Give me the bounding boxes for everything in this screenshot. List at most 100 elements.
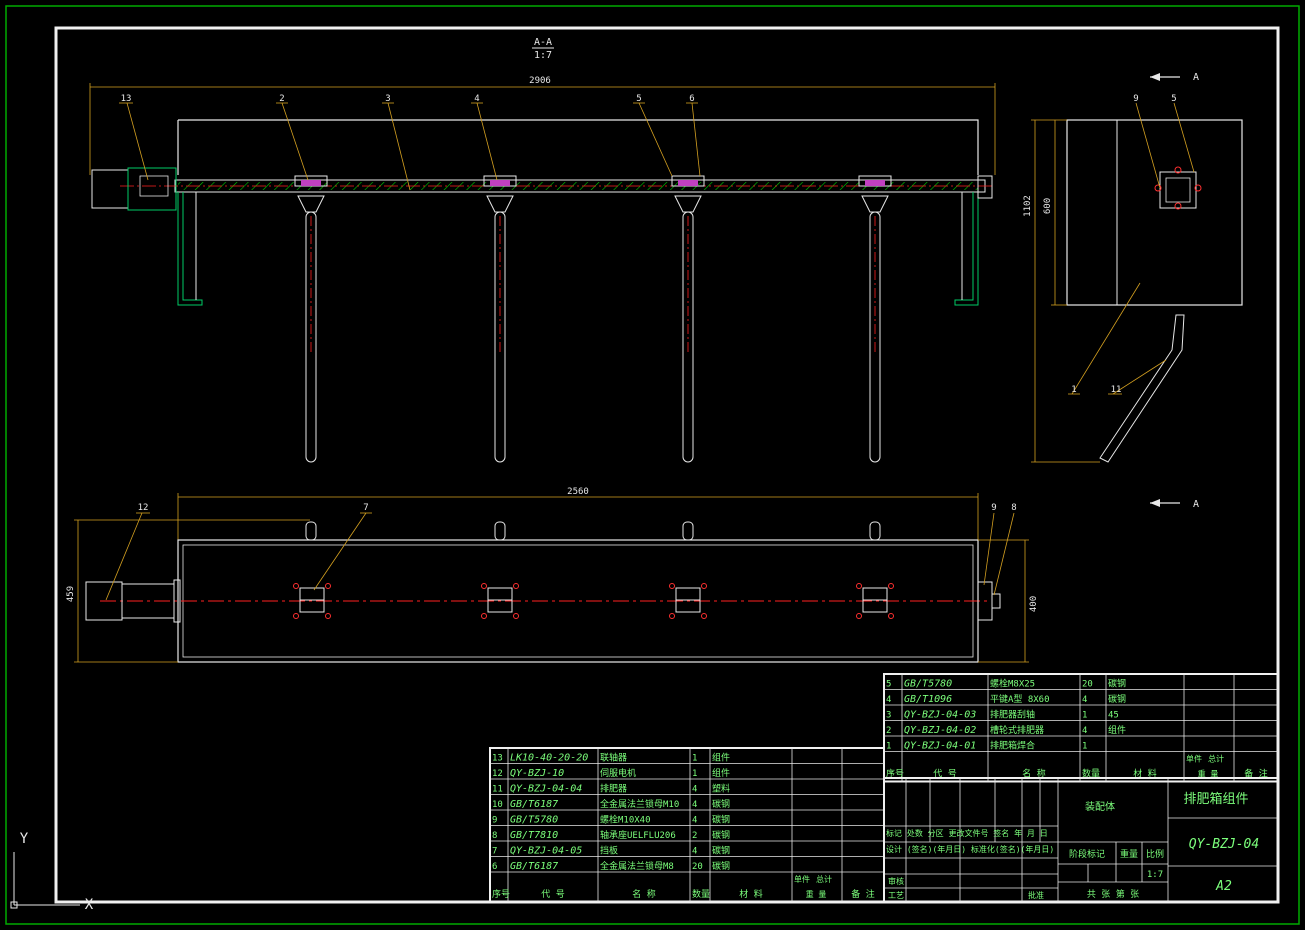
bom-left-row-7-qty: 4 — [692, 847, 697, 857]
bom-right-header-qty: 数量 — [1082, 768, 1100, 780]
bom-right-row-1-name: 排肥箱焊合 — [990, 740, 1035, 752]
bom-right-row-5-name: 螺栓M8X25 — [990, 678, 1035, 690]
bom-right-row-3-code: QY-BZJ-04-03 — [904, 710, 976, 721]
bom-right-row-1-qty: 1 — [1082, 742, 1087, 752]
bom-left-header-unit: 单件 — [794, 874, 810, 884]
dim-plan-depth-left: 459 — [66, 586, 76, 602]
bom-right-row-5-no: 5 — [886, 680, 891, 690]
bom-right-row-5-qty: 20 — [1082, 680, 1093, 690]
bom-left-row-12-name: 伺服电机 — [600, 767, 636, 779]
dim-side-height-total: 1102 — [1023, 195, 1033, 217]
bom-right-row-4-code: GB/T1096 — [904, 694, 952, 705]
side-chute — [1099, 314, 1185, 463]
right-bearing — [977, 175, 993, 199]
bom-left-row-13-name: 联轴器 — [600, 752, 627, 764]
bom-left-row-13-no: 13 — [492, 754, 503, 764]
bom-left-row-6-qty: 20 — [692, 862, 703, 872]
weight-label: 重量 — [1120, 848, 1138, 860]
balloon-13: 13 — [121, 94, 132, 104]
coupling-inner — [139, 175, 169, 197]
plan-balloon-7: 7 — [363, 503, 368, 513]
bom-right-row-3-mat: 45 — [1108, 711, 1119, 721]
bom-left-row-9-code: GB/T5780 — [510, 815, 558, 826]
bom-left-row-7-code: QY-BZJ-04-05 — [510, 846, 582, 857]
bom-left-row-10-mat: 碳钢 — [712, 798, 730, 810]
bom-right-row-3-name: 排肥器刮轴 — [990, 709, 1035, 721]
assembly-label: 装配体 — [1085, 800, 1115, 813]
section-arrow-label-bottom: A — [1193, 499, 1199, 510]
coupling-front — [127, 167, 177, 211]
bom-right-row-3-qty: 1 — [1082, 711, 1087, 721]
row-process: 工艺 — [888, 891, 904, 900]
row-design: 设计 (签名)(年月日) 标准化(签名)(年月日) — [886, 844, 1054, 854]
bom-right-header-unit: 单件 — [1186, 754, 1202, 764]
plan-gate-2 — [481, 583, 519, 619]
bom-right-row-3-no: 3 — [886, 711, 891, 721]
leader-5 — [638, 102, 673, 177]
bom-left-row-11-mat: 塑料 — [712, 783, 730, 795]
bom-right-header-mat: 材 料 — [1133, 768, 1156, 780]
side-box — [1066, 119, 1243, 306]
bom-left-header-mat: 材 料 — [739, 888, 762, 900]
bom-left-row-11-code: QY-BZJ-04-04 — [510, 784, 582, 795]
bom-left-row-13-qty: 1 — [692, 754, 697, 764]
bom-left-header-total: 总计 — [816, 874, 832, 884]
leader-4 — [476, 102, 498, 181]
bom-left-row-9-name: 螺栓M10X40 — [600, 814, 651, 826]
bom-left-row-10-name: 全金属法兰锁母M10 — [600, 798, 679, 810]
bom-right-header-total: 总计 — [1208, 754, 1224, 764]
bom-left-row-9-no: 9 — [492, 816, 497, 826]
bom-right-row-4-name: 平键A型 8X60 — [990, 693, 1050, 705]
bom-left-row-12-mat: 组件 — [712, 767, 730, 779]
plan-balloon-9: 9 — [991, 503, 996, 513]
bom-right-row-2-no: 2 — [886, 726, 891, 736]
plan-gate-3 — [669, 583, 707, 619]
bom-left-row-10-no: 10 — [492, 800, 503, 810]
bom-left-row-8-code: GB/T7810 — [510, 830, 558, 841]
bom-right-row-5-mat: 碳钢 — [1108, 678, 1126, 690]
plan-balloon-8: 8 — [1011, 503, 1016, 513]
bom-left-header-qty: 数量 — [692, 888, 710, 900]
dim-bottom-length: 2560 — [567, 487, 589, 497]
stage-label: 阶段标记 — [1069, 848, 1105, 860]
sheet-size: A2 — [1215, 879, 1232, 894]
outer-frame — [5, 5, 1300, 925]
balloon-6: 6 — [689, 94, 694, 104]
discharge-unit-2 — [483, 175, 517, 463]
bom-right-header-no: 序号 — [886, 768, 904, 780]
ucs-x-label: X — [85, 897, 94, 913]
bom-left-header-weight: 重 量 — [806, 889, 827, 899]
bom-left-row-10-qty: 4 — [692, 800, 697, 810]
balloon-2: 2 — [279, 94, 284, 104]
plan-balloon-12: 12 — [138, 503, 149, 513]
sheets-label: 共 张 第 张 — [1087, 888, 1139, 900]
balloon-3: 3 — [385, 94, 390, 104]
bom-right-row-4-no: 4 — [886, 695, 891, 705]
leader-2 — [281, 102, 309, 181]
plan-view: 2560 — [66, 487, 1039, 663]
bom-left-header-no: 序号 — [492, 888, 510, 900]
leader-3 — [387, 102, 411, 191]
bom-left-row-9-mat: 碳钢 — [712, 814, 730, 826]
dim-side-height-box: 600 — [1043, 198, 1053, 214]
discharge-unit-1 — [294, 175, 328, 463]
bom-left-row-7-name: 挡板 — [600, 845, 618, 857]
section-label: A-A — [534, 37, 552, 48]
dim-plan-depth-right: 400 — [1029, 596, 1039, 612]
title-block: 装配体 排肥箱组件 QY-BZJ-04 A2 阶段标记 重量 比例 1:7 共 … — [883, 777, 1279, 903]
drawing-code: QY-BZJ-04 — [1189, 837, 1259, 852]
bom-left-row-8-mat: 碳钢 — [712, 829, 730, 841]
bom-right-row-1-code: QY-BZJ-04-01 — [904, 741, 976, 752]
ucs-icon: Y X — [10, 831, 94, 913]
front-view: 2906 — [89, 76, 996, 463]
bom-left-row-6-no: 6 — [492, 862, 497, 872]
leader-6 — [691, 102, 701, 177]
bom-right-header-code: 代 号 — [933, 769, 956, 780]
row-marks: 标记 处数 分区 更改文件号 签名 年 月 日 — [886, 828, 1048, 838]
discharge-unit-4 — [858, 175, 892, 463]
bom-right-header-note: 备 注 — [1244, 768, 1267, 780]
balloon-4: 4 — [474, 94, 479, 104]
bom-left-row-8-no: 8 — [492, 831, 497, 841]
